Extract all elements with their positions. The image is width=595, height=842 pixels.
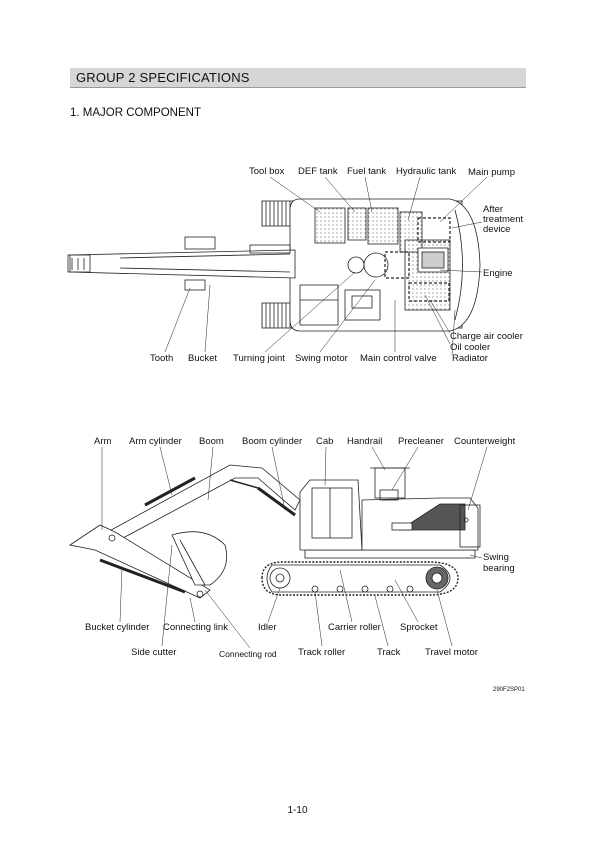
label-after-treatment-line1: After xyxy=(483,204,504,215)
label-turning-joint: Turning joint xyxy=(233,353,285,364)
label-idler: Idler xyxy=(258,622,277,633)
label-after-treatment-line3: device xyxy=(483,224,511,235)
label-radiator: Radiator xyxy=(452,353,488,364)
label-travel-motor: Travel motor xyxy=(425,647,478,658)
label-charge-air-cooler: Charge air cooler xyxy=(450,331,523,342)
label-swing-motor: Swing motor xyxy=(295,353,348,364)
label-swing-bearing-line2: bearing xyxy=(483,563,515,574)
label-boom: Boom xyxy=(199,436,224,447)
label-swing-bearing-line1: Swing xyxy=(483,552,509,563)
label-cab: Cab xyxy=(316,436,334,447)
label-track: Track xyxy=(377,647,401,658)
label-counterweight: Counterweight xyxy=(454,436,516,447)
label-handrail: Handrail xyxy=(347,436,383,447)
label-main-pump: Main pump xyxy=(468,167,515,178)
label-carrier-roller: Carrier roller xyxy=(328,622,381,633)
label-def-tank: DEF tank xyxy=(298,166,338,177)
label-sprocket: Sprocket xyxy=(400,622,438,633)
label-tool-box: Tool box xyxy=(249,166,285,177)
label-arm-cylinder: Arm cylinder xyxy=(129,436,182,447)
label-connecting-rod: Connecting rod xyxy=(219,649,277,659)
figure-code: 290F2SP01 xyxy=(493,687,525,693)
label-connecting-link: Connecting link xyxy=(163,622,228,633)
label-tooth: Tooth xyxy=(150,353,174,364)
label-main-control-valve: Main control valve xyxy=(360,353,437,364)
label-hydraulic-tank: Hydraulic tank xyxy=(396,166,457,177)
label-engine: Engine xyxy=(483,268,513,279)
group-title: GROUP 2 SPECIFICATIONS xyxy=(76,70,250,85)
label-precleaner: Precleaner xyxy=(398,436,444,447)
label-after-treatment-line2: treatment xyxy=(483,214,524,225)
label-bucket: Bucket xyxy=(188,353,218,364)
label-arm: Arm xyxy=(94,436,112,447)
group-header: GROUP 2 SPECIFICATIONS xyxy=(70,68,526,88)
page-number: 1-10 xyxy=(287,805,308,816)
section-title: 1. MAJOR COMPONENT xyxy=(70,107,201,119)
label-track-roller: Track roller xyxy=(298,647,346,658)
label-fuel-tank: Fuel tank xyxy=(347,166,387,177)
label-bucket-cylinder: Bucket cylinder xyxy=(85,622,150,633)
label-boom-cylinder: Boom cylinder xyxy=(242,436,303,447)
label-oil-cooler: Oil cooler xyxy=(450,342,491,353)
label-side-cutter: Side cutter xyxy=(131,647,177,658)
